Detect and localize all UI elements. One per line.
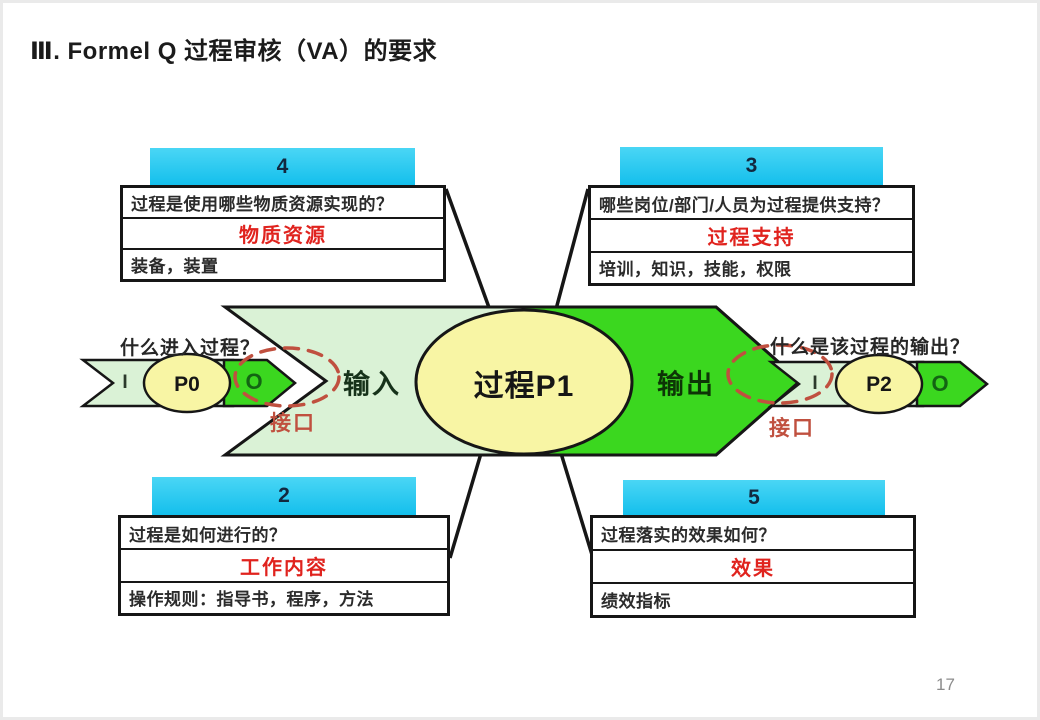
box2-number-header: 2 (152, 477, 416, 515)
process-p1-ellipse (414, 308, 634, 456)
box3-number: 3 (745, 154, 758, 177)
box4-material-resources: 过程是使用哪些物质资源实现的？ 物质资源 装备，装置 (120, 185, 446, 282)
connector-box3 (553, 188, 590, 314)
input-label: 输入 (343, 369, 401, 400)
process-p1-label: 过程P1 (473, 370, 575, 403)
p2-label: P2 (866, 373, 892, 396)
box4-question: 过程是使用哪些物质资源实现的？ (131, 195, 394, 214)
p0-input-label: I (122, 372, 128, 393)
box4-number-header: 4 (150, 148, 415, 185)
interface-label-right: 接口 (769, 417, 815, 440)
p2-input-label: I (812, 373, 818, 394)
interface-dashed-ellipse-left (233, 346, 341, 408)
connector-box2 (448, 449, 484, 559)
input-question: 什么进入过程？ (120, 338, 261, 359)
p0-ellipse (142, 352, 232, 414)
box4-category: 物质资源 (123, 217, 443, 250)
box3-category: 过程支持 (591, 218, 912, 253)
box2-question: 过程是如何进行的？ (129, 525, 287, 545)
box4-number: 4 (276, 154, 289, 178)
box3-detail: 培训，知识，技能，权限 (599, 260, 792, 280)
p0-output-label: O (245, 369, 263, 394)
box5-number-header: 5 (623, 480, 885, 515)
p2-output-arrow (915, 360, 989, 408)
box3-process-support: 哪些岗位/部门/人员为过程提供支持？ 过程支持 培训，知识，技能，权限 (588, 185, 915, 286)
interface-label-left: 接口 (270, 412, 316, 435)
p2-output-label: O (931, 371, 949, 396)
p2-ellipse (834, 353, 924, 415)
box2-detail: 操作规则：指导书，程序，方法 (129, 590, 374, 610)
box5-effect: 过程落实的效果如何？ 效果 绩效指标 (590, 515, 916, 618)
process-diagram (79, 188, 989, 559)
box5-detail: 绩效指标 (601, 592, 671, 611)
output-label: 输出 (657, 369, 715, 400)
p0-label: P0 (174, 373, 200, 396)
box2-category: 工作内容 (121, 548, 447, 583)
box2-work-content: 过程是如何进行的？ 工作内容 操作规则：指导书，程序，方法 (118, 515, 450, 616)
box2-number: 2 (278, 484, 290, 507)
box3-question: 哪些岗位/部门/人员为过程提供支持？ (599, 195, 890, 215)
page-number: 17 (936, 675, 955, 694)
box5-question: 过程落实的效果如何？ (601, 526, 776, 545)
box3-number-header: 3 (620, 147, 883, 185)
slide-title: Ⅲ. Formel Q 过程审核（VA）的要求 (30, 38, 438, 65)
box5-number: 5 (748, 485, 760, 509)
connector-box5 (558, 449, 595, 559)
output-question: 什么是该过程的输出？ (770, 337, 971, 358)
connector-box4 (444, 188, 493, 314)
interface-dashed-ellipse-right (726, 343, 834, 405)
box4-detail: 装备，装置 (131, 257, 219, 276)
box5-category: 效果 (593, 549, 913, 584)
